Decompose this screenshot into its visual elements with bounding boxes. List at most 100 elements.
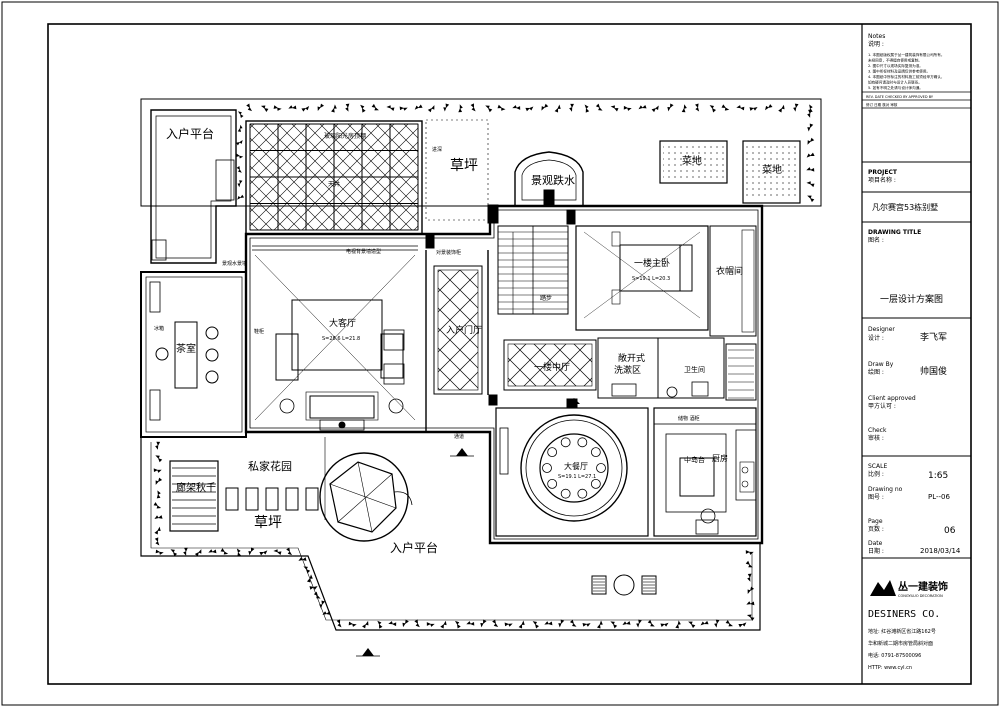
bathroom <box>657 337 725 399</box>
room-labels: 入户平台 草坪 景观跌水 菜地 菜地 茶室 大客厅 S=28.6 L=21.8 … <box>154 126 782 555</box>
tb-drawing-title-cn: 图名 : <box>868 236 884 244</box>
dining-room <box>495 407 649 537</box>
label-closet: 衣帽间 <box>716 265 743 277</box>
tb-rev-header-cn: 修订 日期 核对 审核 <box>866 102 898 107</box>
label-dining-room: 大餐厅 <box>564 461 588 471</box>
label-tea-room: 茶室 <box>176 342 196 355</box>
label-entry-hall: 入户门厅 <box>446 324 482 336</box>
tb-page-en: Page <box>868 518 883 525</box>
tb-rev-header: REV. DATE CHECKED BY APPROVED BY <box>866 95 934 99</box>
tb-note-line: 4. 本图纸中所标注的材料施工前须经甲方确认， <box>868 74 944 79</box>
tb-drawing-title-en: DRAWING TITLE <box>868 229 921 236</box>
top-planting-band <box>140 98 822 207</box>
note-sun: 天井 <box>328 180 340 188</box>
note-dining-area: S=19.1 L=27.1 <box>558 474 596 480</box>
note-small-5: 储物 酒柜 <box>678 415 700 422</box>
planting-leaves-bottom <box>153 441 755 629</box>
label-island: 中岛台 <box>684 455 705 464</box>
tb-draw-by-en: Draw By <box>868 361 894 368</box>
label-living-room: 大客厅 <box>329 317 356 329</box>
tb-drawing-no: PL--06 <box>928 493 951 501</box>
mid-hall <box>503 339 597 391</box>
label-swing-rack: 廊架秋千 <box>176 481 216 494</box>
company-logo: 丛一建装饰 CONGYILUO DECORATION <box>870 580 948 598</box>
tb-date-cn: 日期 : <box>868 547 884 555</box>
tb-date: 2018/03/14 <box>920 547 961 555</box>
tb-draw-by: 帅国俊 <box>920 365 947 377</box>
tb-client-en: Client approved <box>868 395 916 402</box>
kitchen <box>653 407 757 537</box>
swing-rack <box>169 460 219 532</box>
dining-table-outer <box>520 414 628 522</box>
tb-note-line: 2. 图中尺寸以现场实际复测为准。 <box>868 63 923 68</box>
label-entry-platform-top: 入户平台 <box>166 126 214 141</box>
note-living-area: S=28.6 L=21.8 <box>322 336 360 342</box>
tb-tel: 电话: 0791-87500096 <box>868 652 921 659</box>
tb-check-en: Check <box>868 427 887 434</box>
tb-note-line: 如有疑问请及时与设计人员联系。 <box>868 80 922 85</box>
tb-note-line: 1. 本图纸版权属于丛一建筑装饰有限公司所有。 <box>868 52 944 57</box>
tb-project-name: 凡尔赛宫53栋别墅 <box>872 202 938 212</box>
note-glass-room: 玻璃阳光房顶棚 <box>324 132 366 140</box>
tb-designer-en: Designer <box>868 326 895 333</box>
note-small-7: 通道 <box>454 433 464 440</box>
tb-page-cn: 页数 : <box>868 525 884 533</box>
note-tv-wall: 电视背景墙造型 <box>346 248 381 255</box>
tb-project-cn: 项目名称 : <box>868 176 896 184</box>
waterfall-feature <box>514 151 584 207</box>
label-mid-hall: 一楼中厅 <box>534 361 570 373</box>
living-rug <box>291 299 383 371</box>
tb-designer: 李飞军 <box>920 331 947 343</box>
tb-company: DESINERS CO. <box>868 609 940 620</box>
veg-plot-1 <box>659 140 728 184</box>
label-stair: 踏步 <box>540 294 552 302</box>
tb-drawing-no-cn: 图号 : <box>868 494 884 501</box>
label-waterfall: 景观跌水 <box>531 173 575 187</box>
tb-note-line: 3. 图中所标材料及品牌仅供参考使用。 <box>868 69 930 74</box>
note-master-area: S=19.1 L=20.3 <box>632 276 670 282</box>
tb-notes-en: Notes <box>868 33 885 40</box>
tb-http: HTTP: www.cyl.cn <box>868 665 912 671</box>
title-block-text: Notes 说明 : 1. 本图纸版权属于丛一建筑装饰有限公司所有。 未经同意，… <box>866 33 961 671</box>
logo-en: CONGYILUO DECORATION <box>898 594 943 598</box>
tb-address: 地址: 红谷滩新区省江路162号 <box>868 628 936 635</box>
tb-drawing-no-en: Drawing no <box>868 486 903 493</box>
label-open-wash: 敞开式洗漱区 <box>614 352 645 376</box>
note-small-2: 景观水景墙 <box>222 260 247 267</box>
label-lawn-top: 草坪 <box>450 158 478 174</box>
label-entry-platform-bottom: 入户平台 <box>390 540 438 555</box>
tb-address2: 华和新城二期市房管局斜对面 <box>868 640 933 647</box>
tea-room-wall <box>140 271 247 438</box>
note-small-6: 进深 <box>432 146 442 153</box>
tb-scale-cn: 比例 : <box>868 470 884 478</box>
gazebo-round-platform <box>319 452 409 542</box>
tb-date-en: Date <box>868 540 883 547</box>
floor-plan <box>140 98 822 657</box>
logo-cn: 丛一建装饰 <box>898 580 948 593</box>
tb-scale-en: SCALE <box>868 463 887 470</box>
tb-scale: 1:65 <box>928 471 948 481</box>
closet <box>709 225 757 337</box>
label-bathroom: 卫生间 <box>684 365 705 374</box>
tb-client-cn: 甲方认可 : <box>868 402 896 410</box>
house-outer-wall <box>244 204 764 545</box>
gazebo-roof <box>329 461 397 533</box>
tb-check-cn: 审核 : <box>868 434 884 442</box>
tb-drawing-title: 一层设计方案图 <box>880 293 943 305</box>
tb-note-line: 5. 如有不明之处请与设计师沟通。 <box>868 85 923 90</box>
master-bedroom <box>575 225 709 331</box>
tb-draw-by-cn: 绘图 : <box>868 368 884 376</box>
veg-plot-2 <box>742 140 801 204</box>
planting-leaves-top <box>235 103 815 203</box>
tb-note-line: 未经同意，不得擅自使用或复制。 <box>868 58 922 63</box>
entry-hall <box>433 265 483 395</box>
note-small-3: 鞋柜 <box>254 328 264 335</box>
tb-page: 06 <box>944 526 956 536</box>
title-block <box>862 91 971 559</box>
tb-notes-cn: 说明 : <box>868 40 884 48</box>
label-veg-2: 菜地 <box>762 163 782 176</box>
label-master-bedroom: 一楼主卧 <box>634 257 670 269</box>
label-lawn-bottom: 草坪 <box>254 515 282 531</box>
